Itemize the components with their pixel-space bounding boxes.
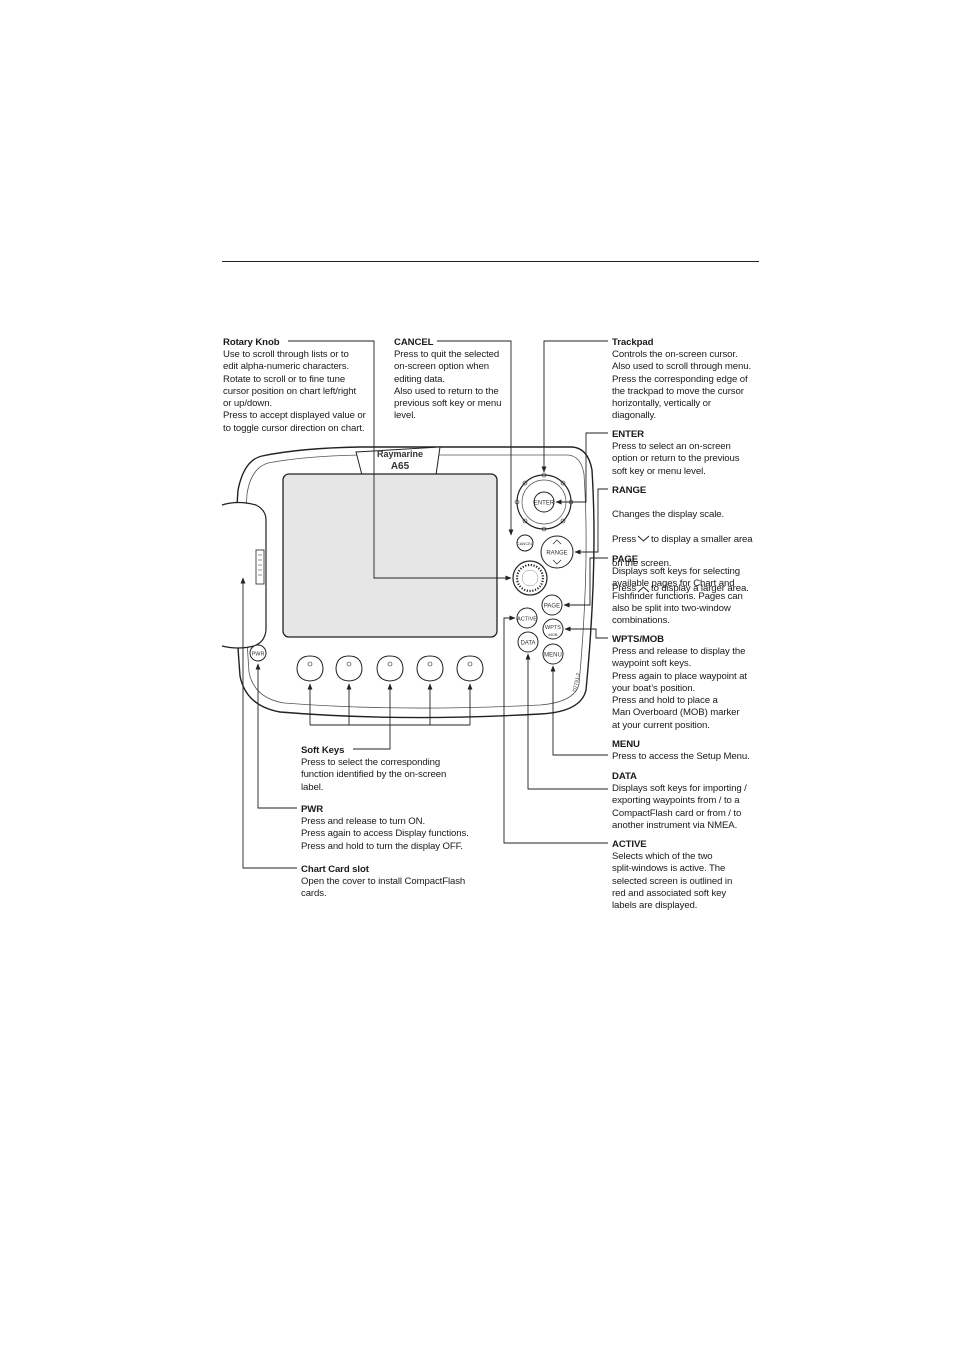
callout-body: Selects which of the two split-windows i…: [612, 851, 733, 912]
callout-body: Displays soft keys for selecting availab…: [612, 566, 743, 627]
callout-body: Press and release to turn ON. Press agai…: [301, 816, 469, 852]
callout-title: PWR: [301, 804, 324, 815]
callout-enter: ENTER Press to select an on-screen optio…: [612, 428, 757, 478]
cancel-button-label: CANCEL: [517, 541, 534, 546]
page-button-label: PAGE: [544, 604, 560, 610]
page-button[interactable]: [541, 594, 563, 616]
callout-line: Changes the display scale.: [612, 509, 725, 521]
callout-title: Trackpad: [612, 337, 654, 348]
callout-soft-keys: Soft Keys Press to select the correspond…: [301, 744, 471, 794]
callout-menu: MENU Press to access the Setup Menu.: [612, 738, 757, 763]
callout-title: RANGE: [612, 485, 647, 496]
soft-key-1[interactable]: [296, 655, 324, 682]
pwr-button-label: PWR: [252, 652, 265, 658]
callout-body: Displays soft keys for importing / expor…: [612, 783, 747, 831]
callout-body: Press to access the Setup Menu.: [612, 751, 750, 762]
callout-body: Open the cover to install CompactFlash c…: [301, 876, 466, 900]
callout-line: on the screen.: [612, 558, 672, 570]
data-button[interactable]: [517, 631, 539, 653]
soft-key-2[interactable]: [335, 655, 363, 682]
range-button[interactable]: [540, 535, 574, 569]
callout-title: Rotary Knob: [223, 337, 280, 348]
enter-button[interactable]: [533, 491, 555, 513]
callout-line: to display a larger area.: [651, 583, 749, 595]
soft-key-4[interactable]: [416, 655, 444, 682]
header-rule: [222, 261, 759, 262]
leader-lines: [240, 340, 608, 869]
chart-card-latch[interactable]: [255, 549, 265, 585]
callout-title: ACTIVE: [612, 839, 647, 850]
callout-title: PAGE: [612, 554, 639, 565]
callout-title: MENU: [612, 739, 640, 750]
callout-rotary-knob: Rotary Knob Use to scroll through lists …: [223, 336, 373, 435]
callout-active: ACTIVE Selects which of the two split-wi…: [612, 838, 757, 912]
wpts-mob-button[interactable]: [542, 618, 564, 640]
callout-title: DATA: [612, 771, 637, 782]
callout-line: to display a smaller area: [651, 533, 753, 545]
menu-button-label: MENU: [544, 653, 562, 659]
callout-body: Controls the on-screen cursor. Also used…: [612, 349, 752, 422]
menu-button[interactable]: [542, 643, 564, 665]
callout-body: Use to scroll through lists or to edit a…: [223, 349, 366, 434]
range-button-label: RANGE: [546, 551, 567, 557]
cancel-button[interactable]: [516, 534, 534, 552]
callout-pwr: PWR Press and release to turn ON. Press …: [301, 803, 476, 853]
callout-title: Chart Card slot: [301, 864, 369, 875]
callout-data: DATA Displays soft keys for importing / …: [612, 770, 757, 832]
pwr-button[interactable]: [249, 644, 267, 662]
enter-button-label: ENTER: [534, 501, 555, 507]
callout-title: ENTER: [612, 429, 645, 440]
callout-wpts-mob: WPTS/MOB Press and release to display th…: [612, 633, 757, 732]
display-screen: [282, 473, 498, 638]
chart-card-cover[interactable]: [221, 501, 267, 649]
callout-body: Press to quit the selected on-screen opt…: [394, 349, 502, 422]
range-down-icon: [637, 535, 650, 543]
callout-page: PAGE Displays soft keys for selecting av…: [612, 553, 757, 627]
callout-cancel: CANCEL Press to quit the selected on-scr…: [394, 336, 509, 423]
soft-key-5[interactable]: [456, 655, 484, 682]
model-label: A65: [391, 461, 410, 472]
callout-title: Soft Keys: [301, 745, 345, 756]
callout-title: CANCEL: [394, 337, 434, 348]
wpts-button-label: WPTS: [545, 625, 561, 631]
callout-title: WPTS/MOB: [612, 634, 664, 645]
active-button-label: ACTIVE: [517, 617, 537, 623]
mob-button-label: MOB: [548, 632, 557, 637]
figure-code: D7751-2: [572, 672, 582, 692]
brand-logo: Raymarine: [377, 449, 423, 459]
callout-body: Press to select the corresponding functi…: [301, 757, 447, 793]
soft-key-3[interactable]: [376, 655, 404, 682]
active-button[interactable]: [516, 607, 538, 629]
callout-trackpad: Trackpad Controls the on-screen cursor. …: [612, 336, 762, 423]
callout-line: Press: [612, 533, 637, 545]
callout-chart-card-slot: Chart Card slot Open the cover to instal…: [301, 863, 476, 901]
data-button-label: DATA: [520, 641, 535, 647]
callout-line: Press: [612, 583, 637, 595]
range-up-icon: [637, 585, 650, 592]
callout-body: Press and release to display the waypoin…: [612, 646, 747, 731]
callout-body: Press to select an on-screen option or r…: [612, 441, 740, 477]
callout-range: RANGE Changes the display scale. Press to…: [612, 484, 757, 595]
